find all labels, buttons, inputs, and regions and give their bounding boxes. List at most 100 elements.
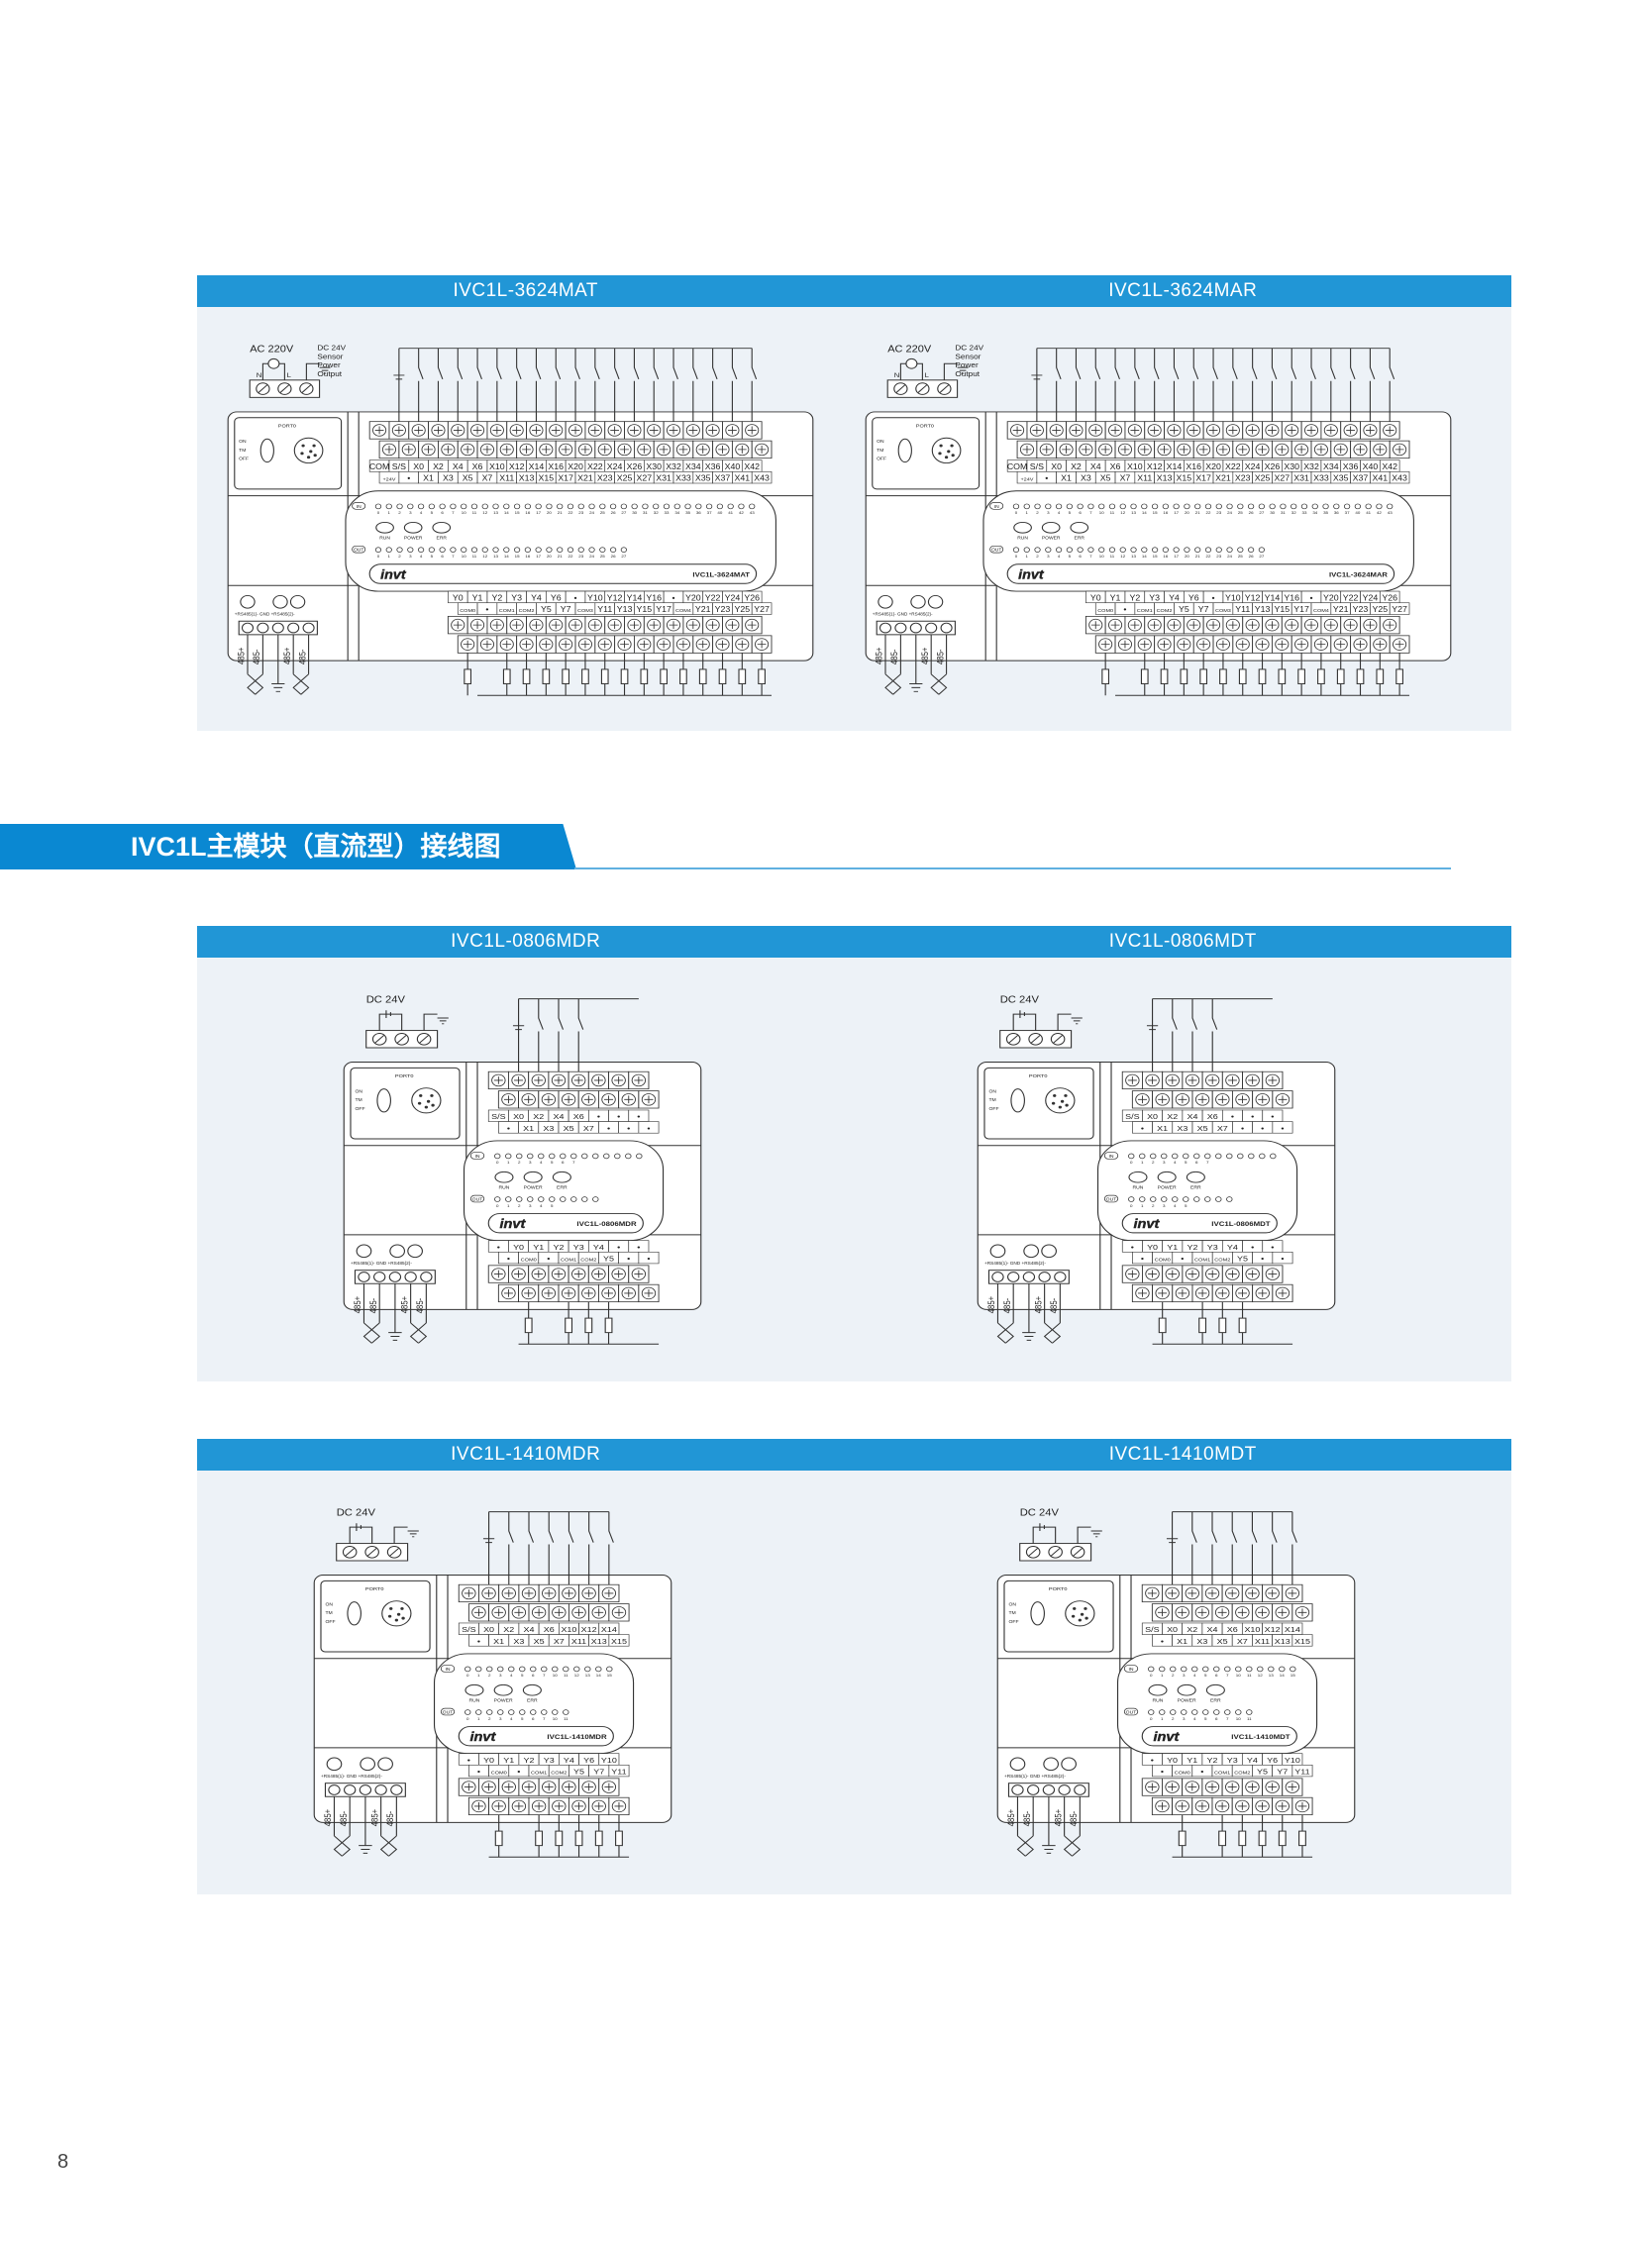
screw-cross [544,1783,554,1791]
screw-cross [1120,446,1130,454]
load-icon [542,668,551,685]
screw-cross [757,640,767,649]
output-led [588,547,595,553]
screw-cross [678,446,688,454]
output-led-label: 15 [515,554,521,559]
input-switch-wire [712,348,718,422]
output-led [577,547,584,553]
input-switch-wire [1310,348,1316,422]
invt-logo: invt [499,1217,525,1231]
screw-cross [1147,1783,1157,1791]
output-led-label: 10 [1099,554,1105,559]
screw-cross [472,621,482,630]
output-led [1247,547,1255,553]
screw-slot [366,1548,377,1557]
invt-logo: invt [1018,567,1044,581]
input-led [1226,1153,1233,1160]
output-led [557,547,564,553]
port-pin [431,1103,435,1107]
input-led-label: 15 [607,1673,613,1678]
input-led-label: 10 [1099,510,1105,515]
load-icon [1395,668,1403,685]
output-led-label: 0 [377,554,380,559]
screw-slot [258,384,268,393]
input-led-label: 3 [499,1673,502,1678]
output-led [1128,1196,1135,1202]
port-pin [1080,1612,1084,1616]
input-led [673,503,680,510]
terminal-label: X4 [1187,1112,1198,1121]
terminal-label: X42 [744,461,760,470]
input-led-label: 1 [1141,1160,1144,1165]
port-pin [1064,1093,1068,1097]
output-led [1012,547,1020,553]
input-led [513,503,521,510]
terminal-label: COM0 [460,608,475,614]
sensor-label: Sensor [955,353,981,360]
screw-cross [1187,1783,1197,1791]
input-led-label: 5 [551,1160,554,1165]
terminal-label: X7 [1217,1123,1228,1132]
input-led [530,1666,537,1673]
rs485-port-icon [389,1244,406,1259]
output-led [552,1709,559,1715]
input-led-label: 34 [1312,510,1318,515]
input-led [1247,503,1255,510]
screw-cross [1336,446,1346,454]
screw-slot [1030,1035,1041,1044]
input-led-label: 11 [1110,510,1115,515]
terminal-label: S/S [1030,461,1045,470]
input-led-label: 36 [696,510,702,515]
battery-icon [1019,1010,1025,1018]
input-led-label: 4 [510,1673,513,1678]
screw-cross [1022,446,1032,454]
screw-icon [1007,1272,1020,1282]
load-icon [555,1830,564,1847]
terminal-label: X5 [1217,1636,1228,1645]
output-led [516,1196,523,1202]
input-led-label: 3 [1163,1160,1166,1165]
output-led [508,1709,515,1715]
screw-cross [1258,640,1267,649]
port-pin [944,456,949,459]
status-led-run [494,1171,514,1183]
input-switch-wire [535,348,542,422]
screw-cross [1198,640,1208,649]
screw-cross [573,1270,583,1278]
output-led [470,547,478,553]
screw-cross [1375,446,1385,454]
terminal-label: COM1 [531,1771,547,1777]
power-label: AC 220V [250,345,293,355]
input-led-label: 33 [665,510,671,515]
input-led-label: 23 [578,510,584,515]
output-led-label: 23 [1216,554,1222,559]
input-led [1322,503,1329,510]
terminal-label: Y5 [573,1767,584,1776]
input-led [1162,503,1170,510]
terminal-label: X34 [1323,461,1339,470]
load-icon [615,1830,623,1847]
input-led-label: 11 [564,1673,568,1678]
input-led-label: 7 [1226,1673,1229,1678]
screw-cross [404,446,414,454]
output-led-label: 2 [518,1203,521,1208]
output-led [538,1196,545,1202]
screw-cross [1268,1589,1278,1597]
label-cell [751,471,773,484]
screw-cross [524,1589,534,1597]
terminal-label: X14 [1285,1625,1300,1634]
label-cell [1291,1764,1313,1778]
terminal-label: Y4 [531,593,542,602]
input-led [524,503,532,510]
screw-cross [659,640,669,649]
status-label: ERR [437,536,448,541]
terminal-label: Y7 [561,604,571,613]
rs485-port-icon [1009,1757,1026,1772]
output-led-label: 26 [611,554,617,559]
invt-logo: invt [380,567,406,581]
output-led-label: 5 [551,1203,554,1208]
output-led [1226,547,1233,553]
input-led-label: 11 [472,510,477,515]
screw-slot [1008,1035,1019,1044]
